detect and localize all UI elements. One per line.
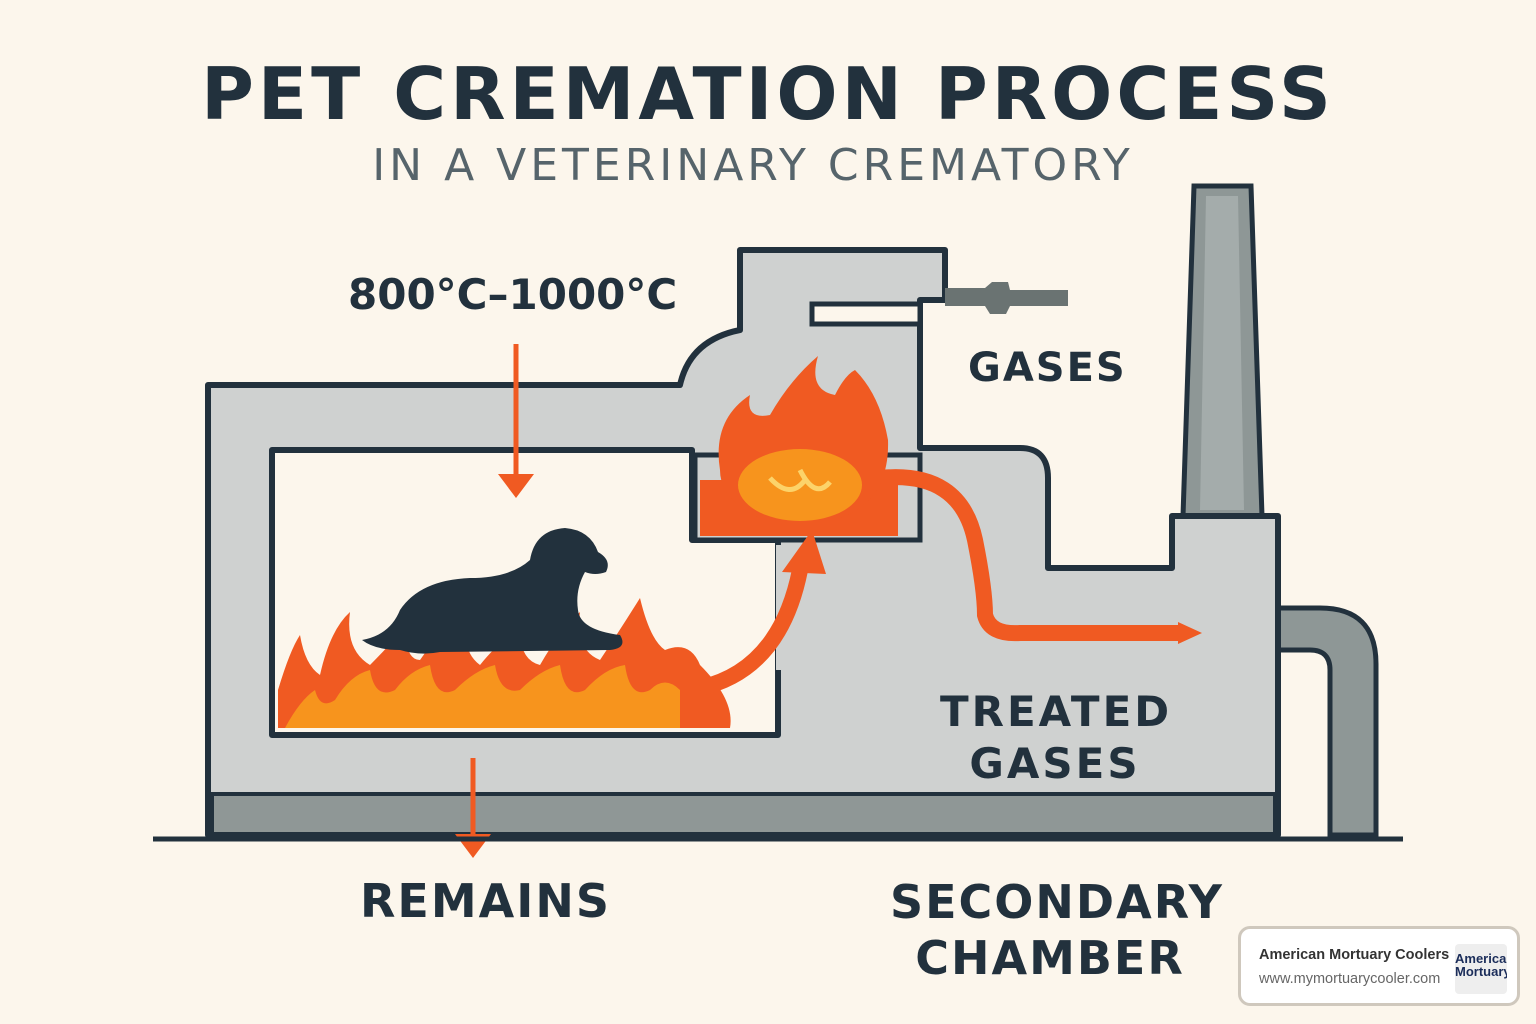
secondary-chamber-label: SECONDARY CHAMBER	[890, 874, 1224, 986]
treated-gases-label: TREATED GASES	[940, 686, 1170, 790]
temperature-label: 800°C–1000°C	[348, 270, 678, 319]
flow-arrow-gases	[879, 469, 1180, 642]
treated-line-2: GASES	[969, 739, 1141, 788]
secondary-line-1: SECONDARY	[890, 875, 1224, 929]
temperature-arrow	[498, 474, 534, 498]
flow-arrow-up	[698, 568, 808, 696]
dog-silhouette	[362, 528, 623, 654]
page-subtitle: IN A VETERINARY CREMATORY	[372, 140, 1134, 191]
watermark-url[interactable]: www.mymortuarycooler.com	[1259, 971, 1441, 987]
remains-label: REMAINS	[360, 874, 611, 928]
base-strip	[210, 792, 1277, 836]
gases-label: GASES	[968, 345, 1127, 391]
secondary-line-2: CHAMBER	[915, 931, 1185, 985]
gas-outlet-pipe	[945, 282, 1068, 314]
watermark-badge[interactable]: American Mortuary Coolers www.mymortuary…	[1238, 926, 1520, 1006]
exhaust-pipe	[1275, 605, 1379, 838]
watermark-name: American Mortuary Coolers	[1259, 947, 1450, 963]
watermark-logo: American Mortuary	[1455, 944, 1507, 994]
page-title: PET CREMATION PROCESS	[201, 52, 1335, 136]
treated-line-1: TREATED	[940, 687, 1173, 736]
